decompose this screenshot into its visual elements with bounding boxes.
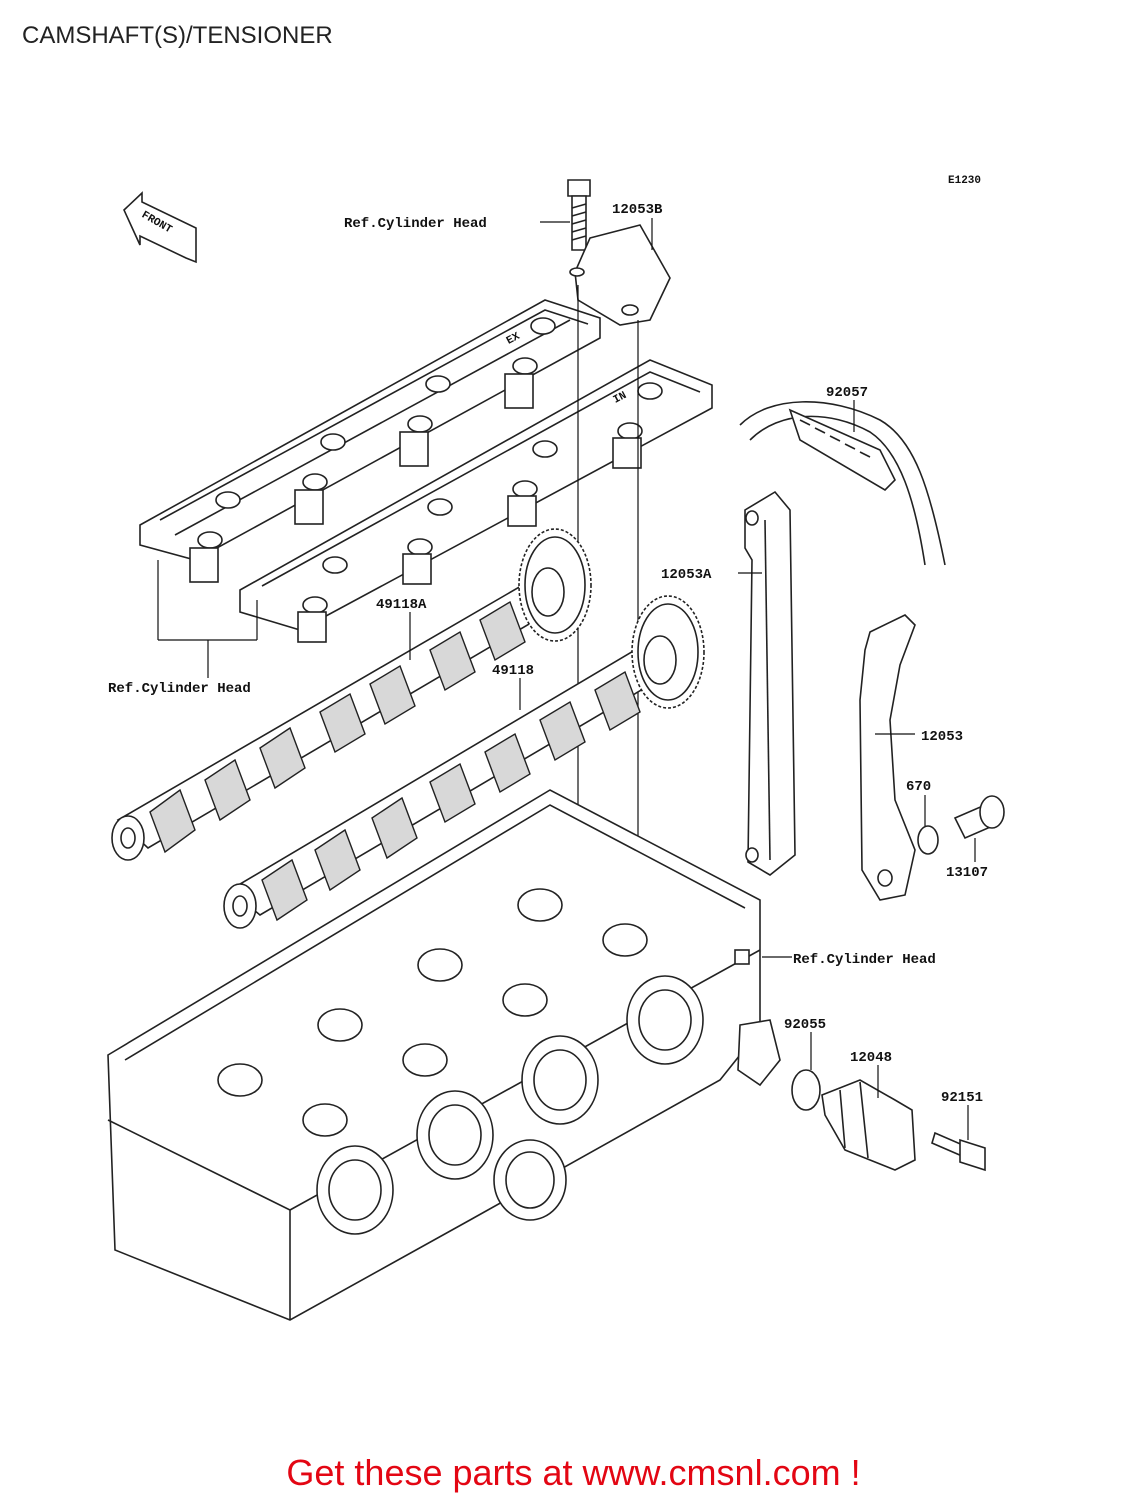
bolt-13107 xyxy=(953,795,1005,840)
camshaft-49118a xyxy=(111,528,592,861)
part-number-12053: 12053 xyxy=(921,729,963,745)
cylinder-head xyxy=(107,789,781,1321)
part-number-12048: 12048 xyxy=(850,1050,892,1066)
camshaft-49118 xyxy=(223,595,705,929)
ref-cylinder-head-label-right: Ref.Cylinder Head xyxy=(793,952,936,968)
part-number-13107: 13107 xyxy=(946,865,988,881)
page-title: CAMSHAFT(S)/TENSIONER xyxy=(22,22,333,49)
o-ring-92055 xyxy=(791,1069,821,1111)
part-number-92055: 92055 xyxy=(784,1017,826,1033)
part-number-12053a: 12053A xyxy=(661,567,712,583)
o-ring-670 xyxy=(917,825,939,855)
part-number-12053b: 12053B xyxy=(612,202,663,218)
cam-chain-92057 xyxy=(739,401,946,566)
parts-diagram: E1230 FRONT EX xyxy=(107,175,1005,1321)
part-number-92057: 92057 xyxy=(826,385,868,401)
tensioner-12048 xyxy=(821,1079,916,1171)
bolt xyxy=(567,179,591,251)
footer-link-text[interactable]: Get these parts at www.cmsnl.com ! xyxy=(286,1452,861,1493)
tensioner-guide-12053 xyxy=(859,614,916,901)
part-number-49118: 49118 xyxy=(492,663,534,679)
camshaft-cap-exhaust: EX xyxy=(139,299,601,583)
bolt-92151 xyxy=(931,1131,986,1172)
ref-cylinder-head-label-left: Ref.Cylinder Head xyxy=(108,681,251,697)
part-number-49118a: 49118A xyxy=(376,597,427,613)
part-number-670: 670 xyxy=(906,779,931,795)
front-arrow-icon: FRONT xyxy=(123,191,197,264)
svg-text:EX: EX xyxy=(505,331,523,348)
ref-cylinder-head-label-top: Ref.Cylinder Head xyxy=(344,216,487,232)
svg-text:IN: IN xyxy=(612,390,629,407)
part-number-92151: 92151 xyxy=(941,1090,983,1106)
camshaft-cap-intake: IN xyxy=(239,359,713,643)
chain-guide-12053a xyxy=(744,490,796,876)
diagram-code: E1230 xyxy=(948,175,981,187)
bracket-12053b xyxy=(569,224,671,326)
